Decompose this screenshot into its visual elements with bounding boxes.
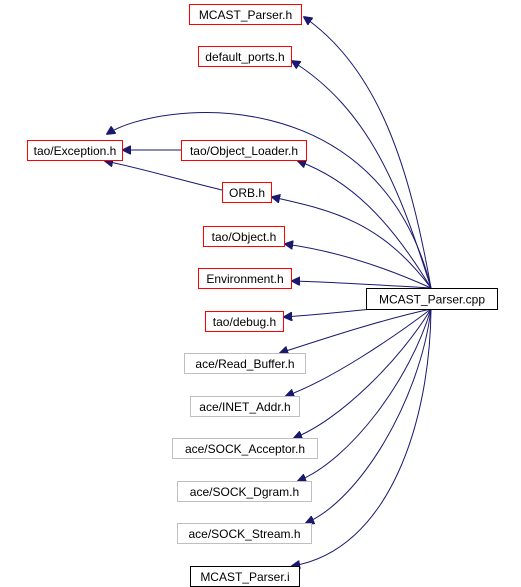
node-box xyxy=(181,140,307,161)
edge-mcast_parser_cpp-to-tao_exception_h xyxy=(107,112,432,289)
node-tao_object_loader_h[interactable]: tao/Object_Loader.h xyxy=(181,140,307,161)
edge-mcast_parser_cpp-to-mcast_parser_i xyxy=(292,308,432,566)
edge-mcast_parser_cpp-to-mcast_parser_h xyxy=(304,17,432,289)
node-label: MCAST_Parser.cpp xyxy=(379,293,485,307)
node-mcast_parser_h[interactable]: MCAST_Parser.h xyxy=(189,4,302,25)
node-orb_h[interactable]: ORB.h xyxy=(222,182,272,203)
node-box xyxy=(189,4,302,25)
node-label: tao/debug.h xyxy=(213,315,276,329)
edge-mcast_parser_cpp-to-ace_sock_dgram_h xyxy=(298,308,432,481)
edge-mcast_parser_cpp-to-orb_h xyxy=(272,197,432,289)
node-box xyxy=(198,46,292,67)
node-label: ORB.h xyxy=(229,186,265,200)
node-box xyxy=(205,311,284,332)
node-tao_exception_h[interactable]: tao/Exception.h xyxy=(27,140,123,161)
node-label: ace/SOCK_Stream.h xyxy=(188,527,300,541)
edge-mcast_parser_cpp-to-ace_inet_addr_h xyxy=(286,308,432,396)
node-ace_inet_addr_h[interactable]: ace/INET_Addr.h xyxy=(190,396,300,417)
node-box xyxy=(177,481,312,502)
node-label: MCAST_Parser.i xyxy=(200,570,289,584)
node-mcast_parser_i[interactable]: MCAST_Parser.i xyxy=(190,566,300,587)
edge-mcast_parser_cpp-to-ace_read_buffer_h xyxy=(280,308,432,353)
node-default_ports_h[interactable]: default_ports.h xyxy=(198,46,292,67)
node-mcast_parser_cpp: MCAST_Parser.cpp xyxy=(366,288,498,310)
node-environment_h[interactable]: Environment.h xyxy=(198,268,292,289)
node-label: Environment.h xyxy=(206,272,283,286)
node-ace_sock_acceptor_h[interactable]: ace/SOCK_Acceptor.h xyxy=(172,438,318,459)
node-label: MCAST_Parser.h xyxy=(199,8,292,22)
node-box xyxy=(172,438,318,459)
node-tao_object_h[interactable]: tao/Object.h xyxy=(203,226,285,247)
node-box xyxy=(177,523,312,544)
node-box xyxy=(203,226,285,247)
node-box xyxy=(366,288,498,310)
node-tao_debug_h[interactable]: tao/debug.h xyxy=(205,311,284,332)
nodes: MCAST_Parser.h default_ports.h tao/Excepti… xyxy=(27,4,498,587)
node-ace_read_buffer_h[interactable]: ace/Read_Buffer.h xyxy=(184,353,306,374)
node-ace_sock_dgram_h[interactable]: ace/SOCK_Dgram.h xyxy=(177,481,312,502)
node-box xyxy=(190,396,300,417)
edge-mcast_parser_cpp-to-ace_sock_acceptor_h xyxy=(294,308,432,438)
edge-mcast_parser_cpp-to-tao_object_loader_h xyxy=(298,161,432,289)
edge-orb_h-to-tao_exception_h xyxy=(105,161,223,191)
edge-mcast_parser_cpp-to-tao_object_h xyxy=(285,244,432,289)
node-label: ace/Read_Buffer.h xyxy=(195,357,294,371)
node-label: ace/SOCK_Acceptor.h xyxy=(185,442,305,456)
node-label: tao/Object.h xyxy=(212,230,277,244)
node-label: ace/INET_Addr.h xyxy=(199,400,290,414)
edge-mcast_parser_cpp-to-ace_sock_stream_h xyxy=(306,308,432,523)
node-ace_sock_stream_h[interactable]: ace/SOCK_Stream.h xyxy=(177,523,312,544)
edge-mcast_parser_cpp-to-environment_h xyxy=(292,281,432,289)
edges xyxy=(105,17,432,566)
node-label: tao/Object_Loader.h xyxy=(190,144,298,158)
node-label: ace/SOCK_Dgram.h xyxy=(190,485,299,499)
node-box xyxy=(184,353,306,374)
node-box xyxy=(27,140,123,161)
node-box xyxy=(222,182,272,203)
node-box xyxy=(198,268,292,289)
edge-mcast_parser_cpp-to-default_ports_h xyxy=(292,61,432,289)
node-label: default_ports.h xyxy=(205,50,284,64)
node-label: tao/Exception.h xyxy=(34,144,117,158)
